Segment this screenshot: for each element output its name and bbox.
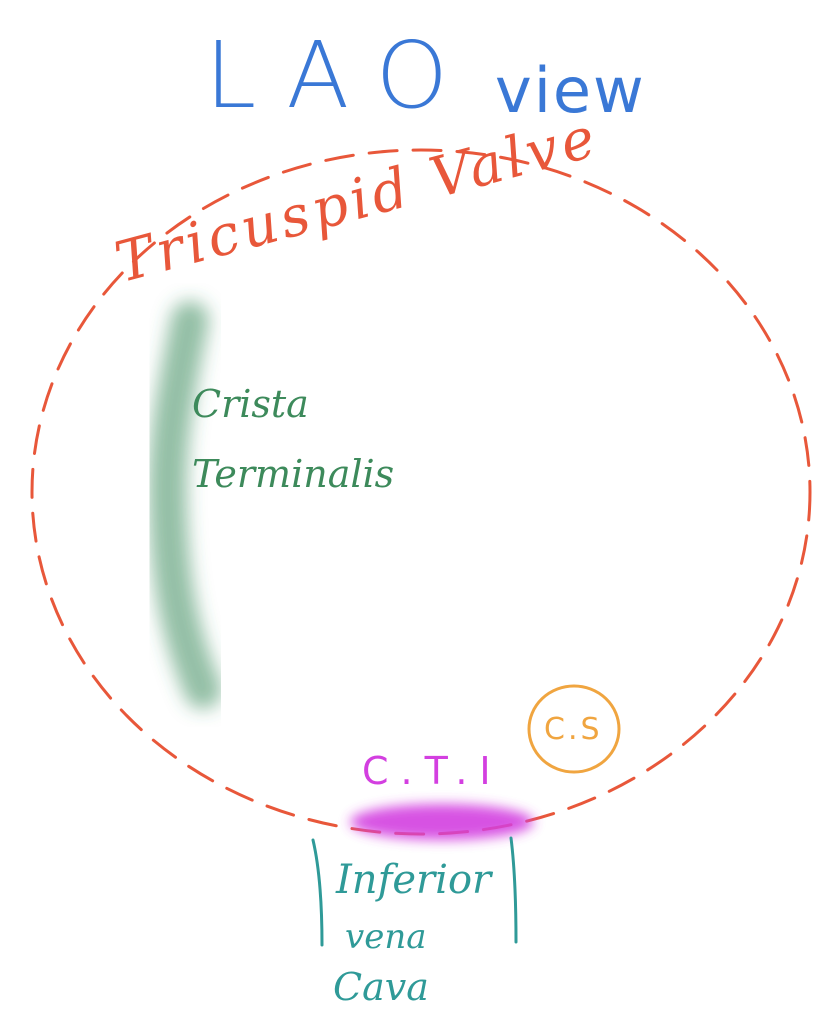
title-main: LAO bbox=[205, 22, 477, 129]
ivc-left-wall bbox=[311, 838, 324, 947]
title-sub: view bbox=[495, 54, 646, 127]
coronary-sinus-circle bbox=[527, 684, 621, 774]
ivc-label-line3: Cava bbox=[333, 965, 429, 1009]
crista-terminalis-label-line1: Crista bbox=[192, 382, 309, 426]
coronary-sinus-label: C.S bbox=[544, 712, 603, 747]
ivc-label-line1: Inferior bbox=[336, 857, 492, 903]
ivc-label-line2: vena bbox=[345, 917, 427, 957]
ivc-right-wall bbox=[509, 836, 518, 944]
cti-region bbox=[350, 804, 534, 840]
cti-label: C.T.I bbox=[362, 749, 503, 793]
crista-terminalis-label-line2: Terminalis bbox=[192, 452, 395, 496]
crista-terminalis-band bbox=[148, 301, 222, 709]
